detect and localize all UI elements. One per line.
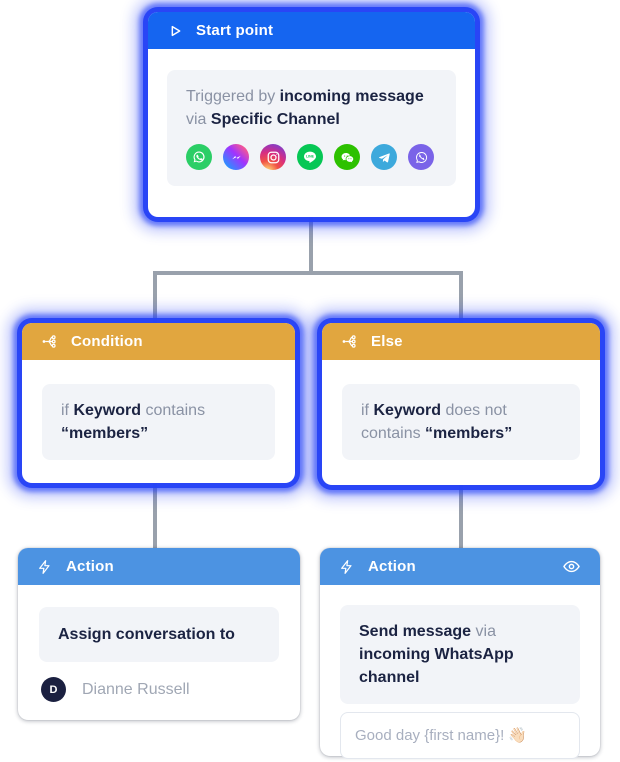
viber-icon <box>408 144 434 170</box>
condition-node[interactable]: Condition if Keyword contains “members” <box>22 323 295 483</box>
node-title: Start point <box>196 22 274 39</box>
node-title: Else <box>371 333 403 350</box>
connector-horizontal <box>153 271 463 275</box>
node-title: Action <box>368 558 416 575</box>
play-icon <box>167 23 183 39</box>
message-placeholder: Good day {first name}! 👋🏻 <box>355 727 528 744</box>
action-send-node[interactable]: Action Send message via incoming WhatsAp… <box>320 548 600 759</box>
assignee-avatar: D <box>41 677 66 702</box>
trigger-summary: Triggered by incoming message via Specif… <box>167 70 456 186</box>
line-icon: LINE <box>297 144 323 170</box>
whatsapp-icon <box>186 144 212 170</box>
action-node-header: Action <box>320 548 600 585</box>
connector-start-down <box>309 216 313 274</box>
assign-summary: Assign conversation to <box>39 607 279 662</box>
action-assign-node[interactable]: Action Assign conversation to D Dianne R… <box>18 548 300 720</box>
eye-icon[interactable] <box>562 557 581 576</box>
lightning-icon <box>339 559 355 575</box>
assignee-name: Dianne Russell <box>82 680 190 698</box>
action-node-header: Action <box>18 548 300 585</box>
connector-else-to-action <box>459 483 463 550</box>
instagram-icon <box>260 144 286 170</box>
svg-text:LINE: LINE <box>306 155 315 159</box>
send-summary-text: Send message via incoming WhatsApp chann… <box>359 623 514 686</box>
condition-summary: if Keyword contains “members” <box>42 384 275 460</box>
else-summary: if Keyword does not contains “members” <box>342 384 580 460</box>
node-title: Condition <box>71 333 143 350</box>
else-summary-text: if Keyword does not contains “members” <box>361 402 513 442</box>
trigger-summary-text: Triggered by incoming message via Specif… <box>186 88 424 128</box>
telegram-icon <box>371 144 397 170</box>
channel-icons-row: LINE <box>186 144 437 170</box>
start-node-header: Start point <box>148 12 475 49</box>
assignee-row: D Dianne Russell <box>41 677 277 702</box>
start-node[interactable]: Start point Triggered by incoming messag… <box>148 12 475 217</box>
condition-summary-text: if Keyword contains “members” <box>61 402 206 442</box>
condition-node-header: Condition <box>22 323 295 360</box>
else-node-header: Else <box>322 323 600 360</box>
connector-to-condition <box>153 271 157 325</box>
branch-icon <box>41 333 58 350</box>
send-summary: Send message via incoming WhatsApp chann… <box>340 605 580 704</box>
lightning-icon <box>37 559 53 575</box>
message-preview-input[interactable]: Good day {first name}! 👋🏻 <box>340 712 580 759</box>
wechat-icon <box>334 144 360 170</box>
else-node[interactable]: Else if Keyword does not contains “membe… <box>322 323 600 485</box>
branch-icon <box>341 333 358 350</box>
connector-condition-to-action <box>153 481 157 550</box>
assign-summary-text: Assign conversation to <box>58 626 235 643</box>
connector-to-else <box>459 271 463 325</box>
messenger-icon <box>223 144 249 170</box>
node-title: Action <box>66 558 114 575</box>
